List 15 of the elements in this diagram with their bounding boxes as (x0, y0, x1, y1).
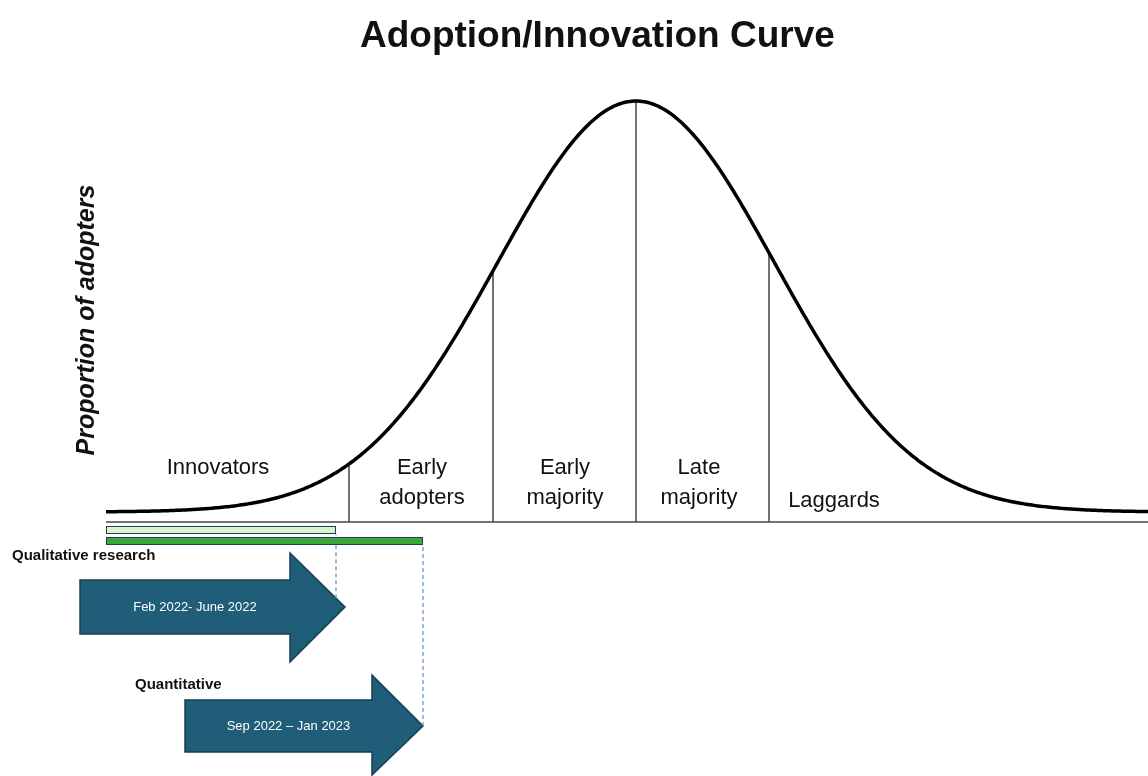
dashed-guide-line (422, 544, 424, 727)
date-range-label: Feb 2022- June 2022 (132, 598, 258, 616)
segment-label: Early adopters (378, 453, 466, 511)
date-range-label: Sep 2022 – Jan 2023 (225, 717, 352, 735)
timeline-bar (106, 537, 423, 545)
dashed-guide-line (335, 533, 337, 599)
segment-label: Laggards (787, 486, 881, 514)
chart-title: Adoption/Innovation Curve (360, 14, 835, 56)
segment-label: Late majority (659, 453, 739, 511)
phase-heading: Qualitative research (12, 546, 156, 563)
segment-label: Early majority (525, 453, 605, 511)
axis-label: Proportion of adopters (70, 184, 100, 456)
timeline-bar (106, 526, 336, 534)
phase-heading: Quantitative (135, 675, 222, 692)
segment-label: Innovators (165, 453, 271, 481)
